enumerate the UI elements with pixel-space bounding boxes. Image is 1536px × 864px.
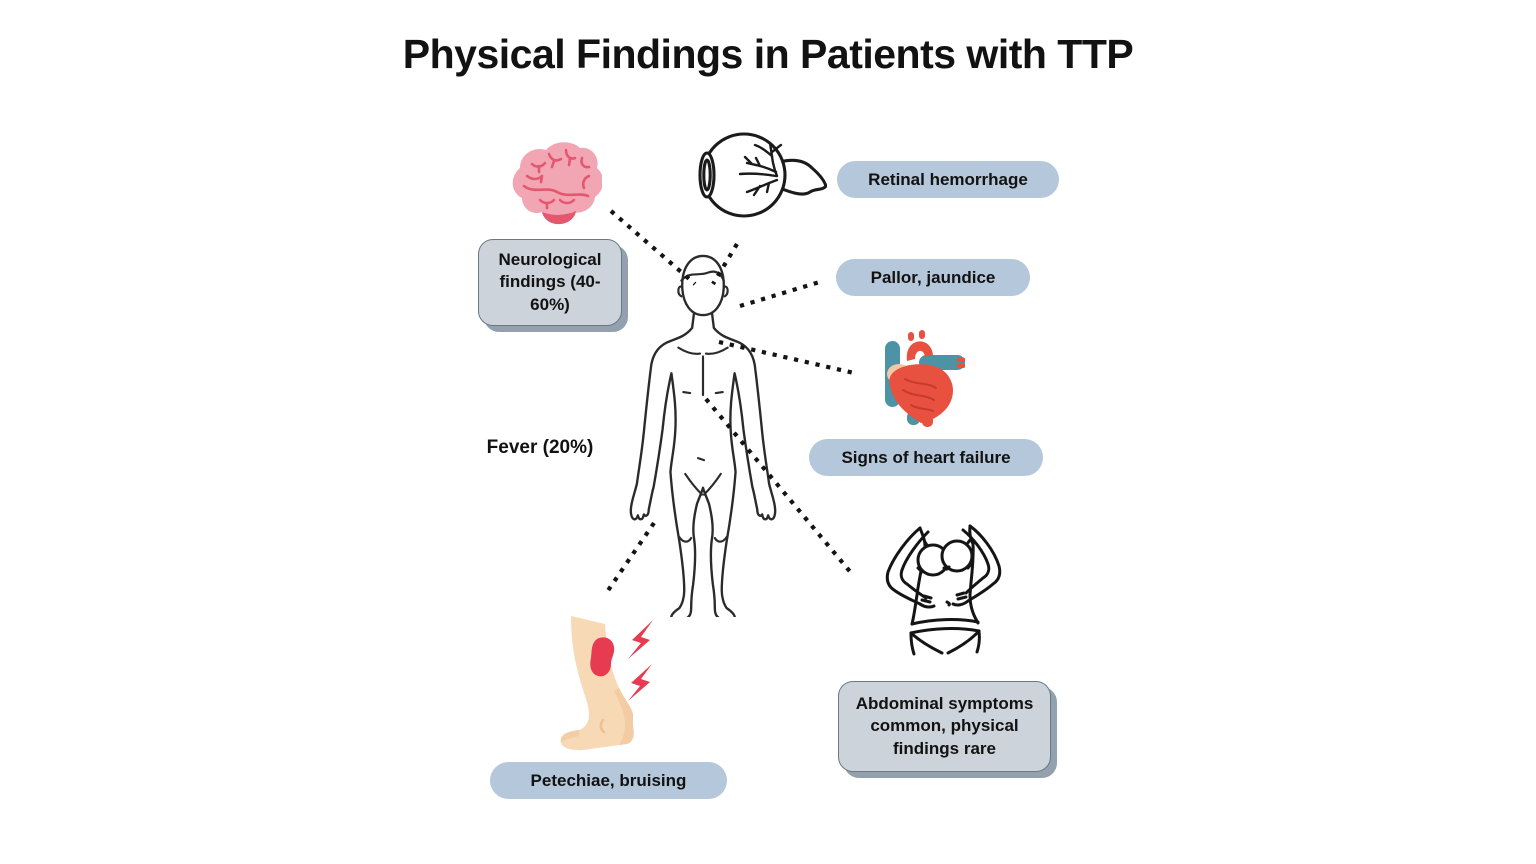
label-petechiae: Petechiae, bruising — [490, 762, 727, 799]
connector-heart — [718, 339, 855, 376]
label-heart-failure: Signs of heart failure — [809, 439, 1043, 476]
page-title: Physical Findings in Patients with TTP — [402, 31, 1134, 77]
label-petechiae-text: Petechiae, bruising — [530, 770, 687, 790]
label-pallor-jaundice-text: Pallor, jaundice — [870, 267, 996, 287]
label-pallor-jaundice: Pallor, jaundice — [836, 259, 1030, 296]
label-neurological-findings-text: Neurological findings (40-60%) — [498, 249, 602, 314]
female-abdomen-icon — [885, 524, 1002, 656]
label-retinal-hemorrhage: Retinal hemorrhage — [837, 161, 1059, 198]
label-retinal-hemorrhage-text: Retinal hemorrhage — [868, 169, 1028, 189]
label-fever: Fever (20%) — [450, 437, 630, 459]
connector-eye — [711, 242, 739, 286]
connector-leg — [605, 521, 656, 594]
leg-petechiae-icon — [560, 616, 653, 751]
label-fever-text: Fever (20%) — [486, 437, 594, 458]
connector-pallor — [739, 278, 824, 309]
label-heart-failure-text: Signs of heart failure — [841, 447, 1011, 467]
anatomical-heart-icon — [885, 330, 965, 427]
human-body-outline-icon — [629, 254, 777, 617]
label-abdominal-text: Abdominal symptoms common, physical find… — [855, 693, 1034, 758]
connector-abdomen — [704, 397, 854, 576]
label-abdominal: Abdominal symptoms common, physical find… — [838, 681, 1051, 772]
brain-icon — [512, 142, 602, 225]
eye-retina-icon — [698, 132, 827, 218]
label-neurological-findings: Neurological findings (40-60%) — [478, 239, 622, 326]
connector-brain — [609, 209, 697, 286]
